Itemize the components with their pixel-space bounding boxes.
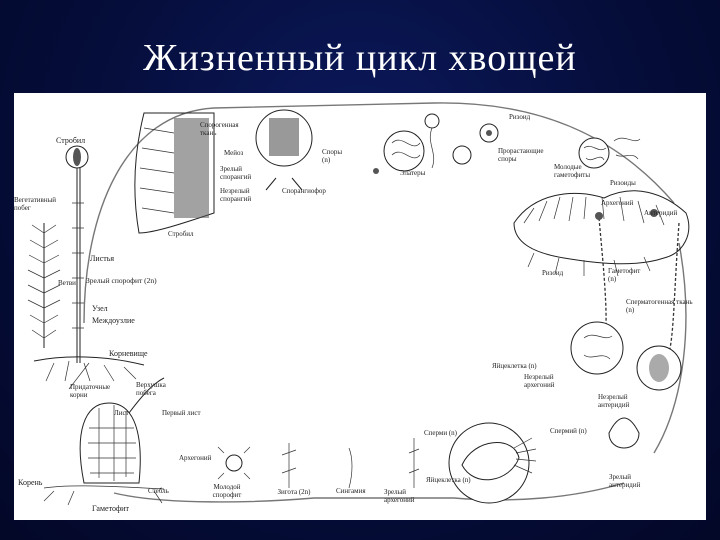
label-egg-cell-bottom: Яйцеклетка (n) <box>426 476 471 484</box>
diagram-canvas: Стробил Вегетативный побег Листья Ветви … <box>14 102 693 513</box>
fo-sporogenous-tissue: Спорогенная ткань <box>200 121 239 137</box>
label-archegonium: Архегоний <box>601 199 634 207</box>
fo-immature-antheridium: Незрелый антеридий <box>598 393 630 409</box>
label-germinating-spores: Прорастающие споры <box>498 147 544 163</box>
label-internode: Междоузлие <box>92 316 135 325</box>
label-node: Узел <box>92 304 108 313</box>
label-elaters: Элатеры <box>400 169 426 177</box>
fo-first-leaf: Первый лист <box>162 409 201 417</box>
label-archegonium-bottom: Архегоний <box>179 454 212 462</box>
label-adventitious-roots: Придаточные корни <box>70 383 111 399</box>
fo-young-gametophytes: Молодые гаметофиты <box>554 163 591 179</box>
label-rhizoids: Ризоиды <box>610 179 636 187</box>
fo-mature-sporangium: Зрелый спорангий <box>220 165 252 181</box>
fo-spores: Споры (n) <box>322 148 343 164</box>
label-zygote: Зигота (2n) <box>277 488 311 496</box>
fo-gametophyte-n: Гаметофит (n) <box>608 267 641 283</box>
label-leaf-young: Лист <box>114 409 129 417</box>
label-immature-archegonium: Незрелый архегоний <box>524 373 555 389</box>
label-syngamy: Сингамия <box>336 487 366 495</box>
label-immature-antheridium: Незрелый антеридий <box>598 393 630 409</box>
label-mature-antheridium: Зрелый антеридий <box>609 473 641 489</box>
fo-immature-sporangium: Незрелый спорангий <box>220 187 252 203</box>
fo-vegetative-shoot: Вегетативный побег <box>14 196 57 212</box>
mature-gametophyte-illustration <box>513 190 690 277</box>
label-young-gametophytes: Молодые гаметофиты <box>554 163 591 179</box>
archegonium-dashed-path <box>668 222 680 354</box>
slide-title: Жизненный цикл хвощей <box>143 37 577 79</box>
sporophyte-illustration <box>27 145 145 390</box>
fo-zygote: Зигота (2n) <box>277 488 311 496</box>
fo-shoot-apex: Верхушка побега <box>136 381 166 397</box>
label-branches: Ветви <box>58 279 76 287</box>
fo-mature-sporophyte: Зрелый спорофит (2n) <box>86 276 157 285</box>
label-rhizome: Корневище <box>109 349 148 358</box>
fertilization-illustration <box>217 422 537 504</box>
label-sperm: Спермий (n) <box>550 427 587 435</box>
label-strobil: Стробил <box>56 136 85 145</box>
label-immature-sporangium: Незрелый спорангий <box>220 187 252 203</box>
label-gametophyte-bottom: Гаметофит <box>92 504 129 513</box>
label-strobilus: Стробил <box>168 230 194 238</box>
sexual-organs-illustration <box>570 321 682 449</box>
label-young-sporophyte: Молодой спорофит <box>212 483 242 499</box>
label-antheridium: Антеридий <box>644 209 678 217</box>
fo-immature-archegonium: Незрелый архегоний <box>524 373 555 389</box>
life-cycle-diagram: Стробил Вегетативный побег Листья Ветви … <box>14 93 706 520</box>
young-sporophyte-illustration <box>43 377 165 506</box>
label-mature-sporangium: Зрелый спорангий <box>220 165 252 181</box>
fo-young-sporophyte: Молодой спорофит <box>212 483 242 499</box>
spores-elaters-illustration <box>373 113 499 174</box>
label-meiosis: Мейоз <box>224 149 243 157</box>
label-sperm-bottom: Сперми (n) <box>424 429 458 437</box>
label-gametophyte-n: Гаметофит (n) <box>608 267 641 283</box>
label-spermatogenous-tissue: Сперматогенная ткань (n) <box>626 298 693 314</box>
fo-germinating-spores: Прорастающие споры <box>498 147 544 163</box>
label-spores: Споры (n) <box>322 148 343 164</box>
label-sporangiophore: Спорангиофор <box>282 187 326 195</box>
fo-egg-bottom: Яйцеклетка (n) <box>426 476 471 484</box>
label-rhizoid-top: Ризоид <box>509 113 531 121</box>
label-leaves: Листья <box>90 254 114 263</box>
label-vegetative-shoot: Вегетативный побег <box>14 196 57 212</box>
label-shoot-apex: Верхушка побега <box>136 381 166 397</box>
strobilus-section-illustration <box>134 109 313 234</box>
fo-adventitious-roots: Придаточные корни <box>70 383 111 399</box>
young-gametophytes-illustration <box>578 137 641 169</box>
label-mature-sporophyte: Зрелый спорофит (2n) <box>86 276 157 285</box>
label-sporogenous-tissue: Спорогенная ткань <box>200 121 239 137</box>
cycle-path-right <box>653 242 687 454</box>
label-first-leaf: Первый лист <box>162 409 201 417</box>
label-mature-archegonium: Зрелый архегоний <box>384 488 415 504</box>
fo-spermatogenous-tissue: Сперматогенная ткань (n) <box>626 298 693 314</box>
cycle-path-bottom <box>113 482 625 503</box>
label-stem: Стебль <box>148 487 169 495</box>
label-egg-cell: Яйцеклетка (n) <box>492 362 537 370</box>
fo-mature-antheridium: Зрелый антеридий <box>609 473 641 489</box>
label-rhizoid-mid: Ризоид <box>542 269 564 277</box>
fo-mature-archegonium: Зрелый архегоний <box>384 488 415 504</box>
label-root: Корень <box>18 478 43 487</box>
